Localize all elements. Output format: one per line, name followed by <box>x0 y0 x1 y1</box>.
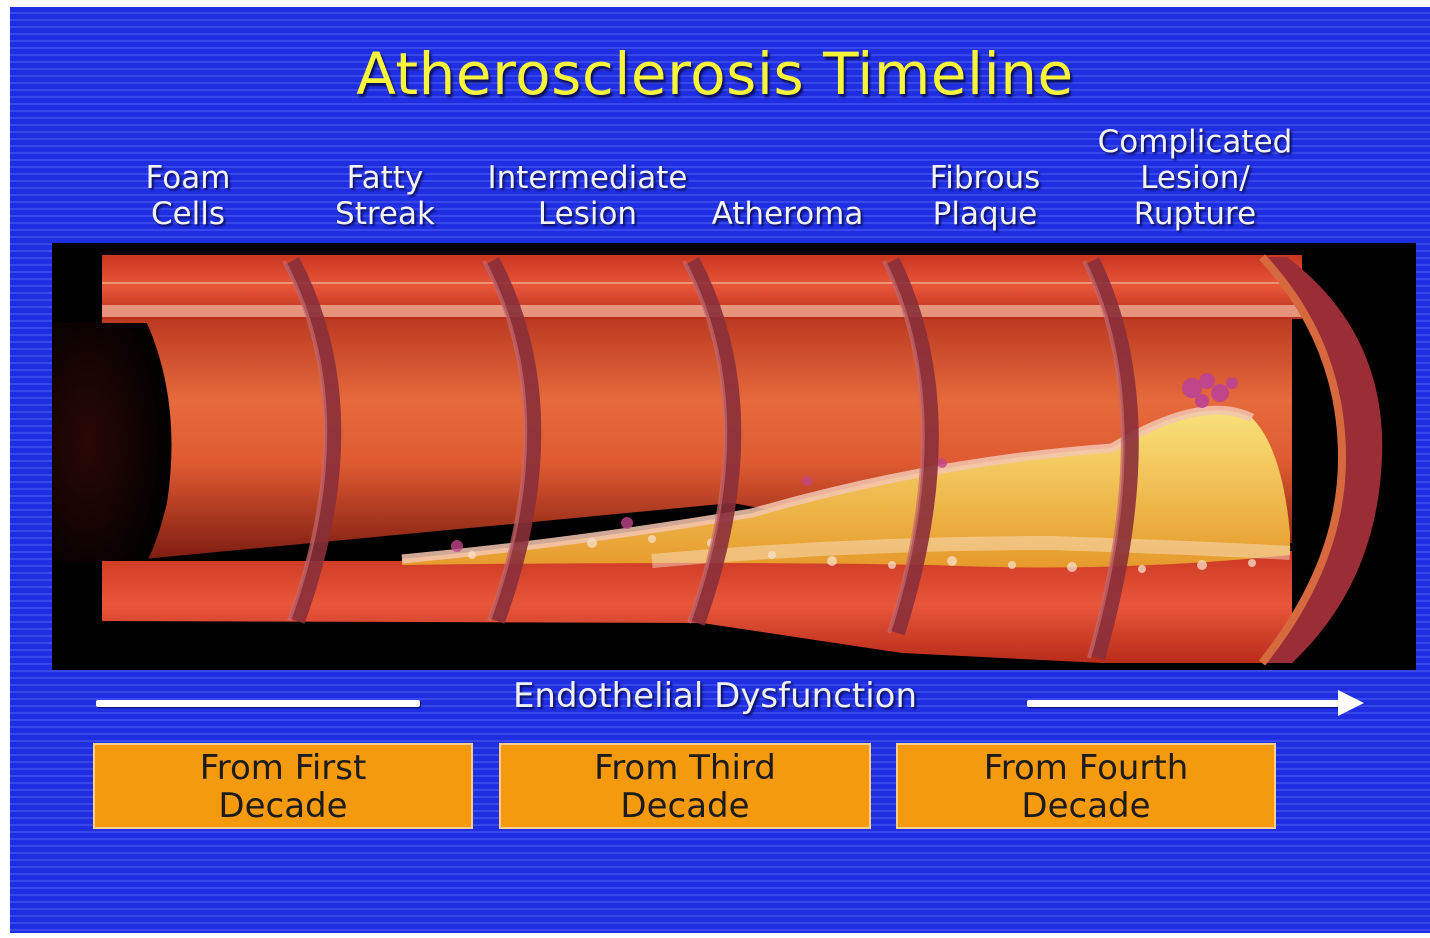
decade-box-third: From Third Decade <box>499 743 871 829</box>
timeline-arrow-right-segment <box>1027 700 1342 707</box>
artery-illustration-panel <box>52 243 1416 670</box>
timeline-arrow-head-icon <box>1338 690 1364 716</box>
stage-label-intermediate-lesion: Intermediate Lesion <box>480 160 695 232</box>
stage-label-foam-cells: Foam Cells <box>118 160 258 232</box>
stage-label-fibrous-plaque: Fibrous Plaque <box>905 160 1065 232</box>
decade-box-fourth: From Fourth Decade <box>896 743 1276 829</box>
endothelial-dysfunction-label: Endothelial Dysfunction <box>0 676 1430 716</box>
decade-box-first: From First Decade <box>93 743 473 829</box>
diagram-title: Atherosclerosis Timeline <box>0 40 1430 108</box>
stage-label-atheroma: Atheroma <box>700 196 875 232</box>
artery-cross-section-illustration <box>52 243 1416 670</box>
stage-label-fatty-streak: Fatty Streak <box>310 160 460 232</box>
vessel-opening <box>52 323 172 561</box>
stage-label-complicated-lesion: Complicated Lesion/ Rupture <box>1080 124 1310 232</box>
